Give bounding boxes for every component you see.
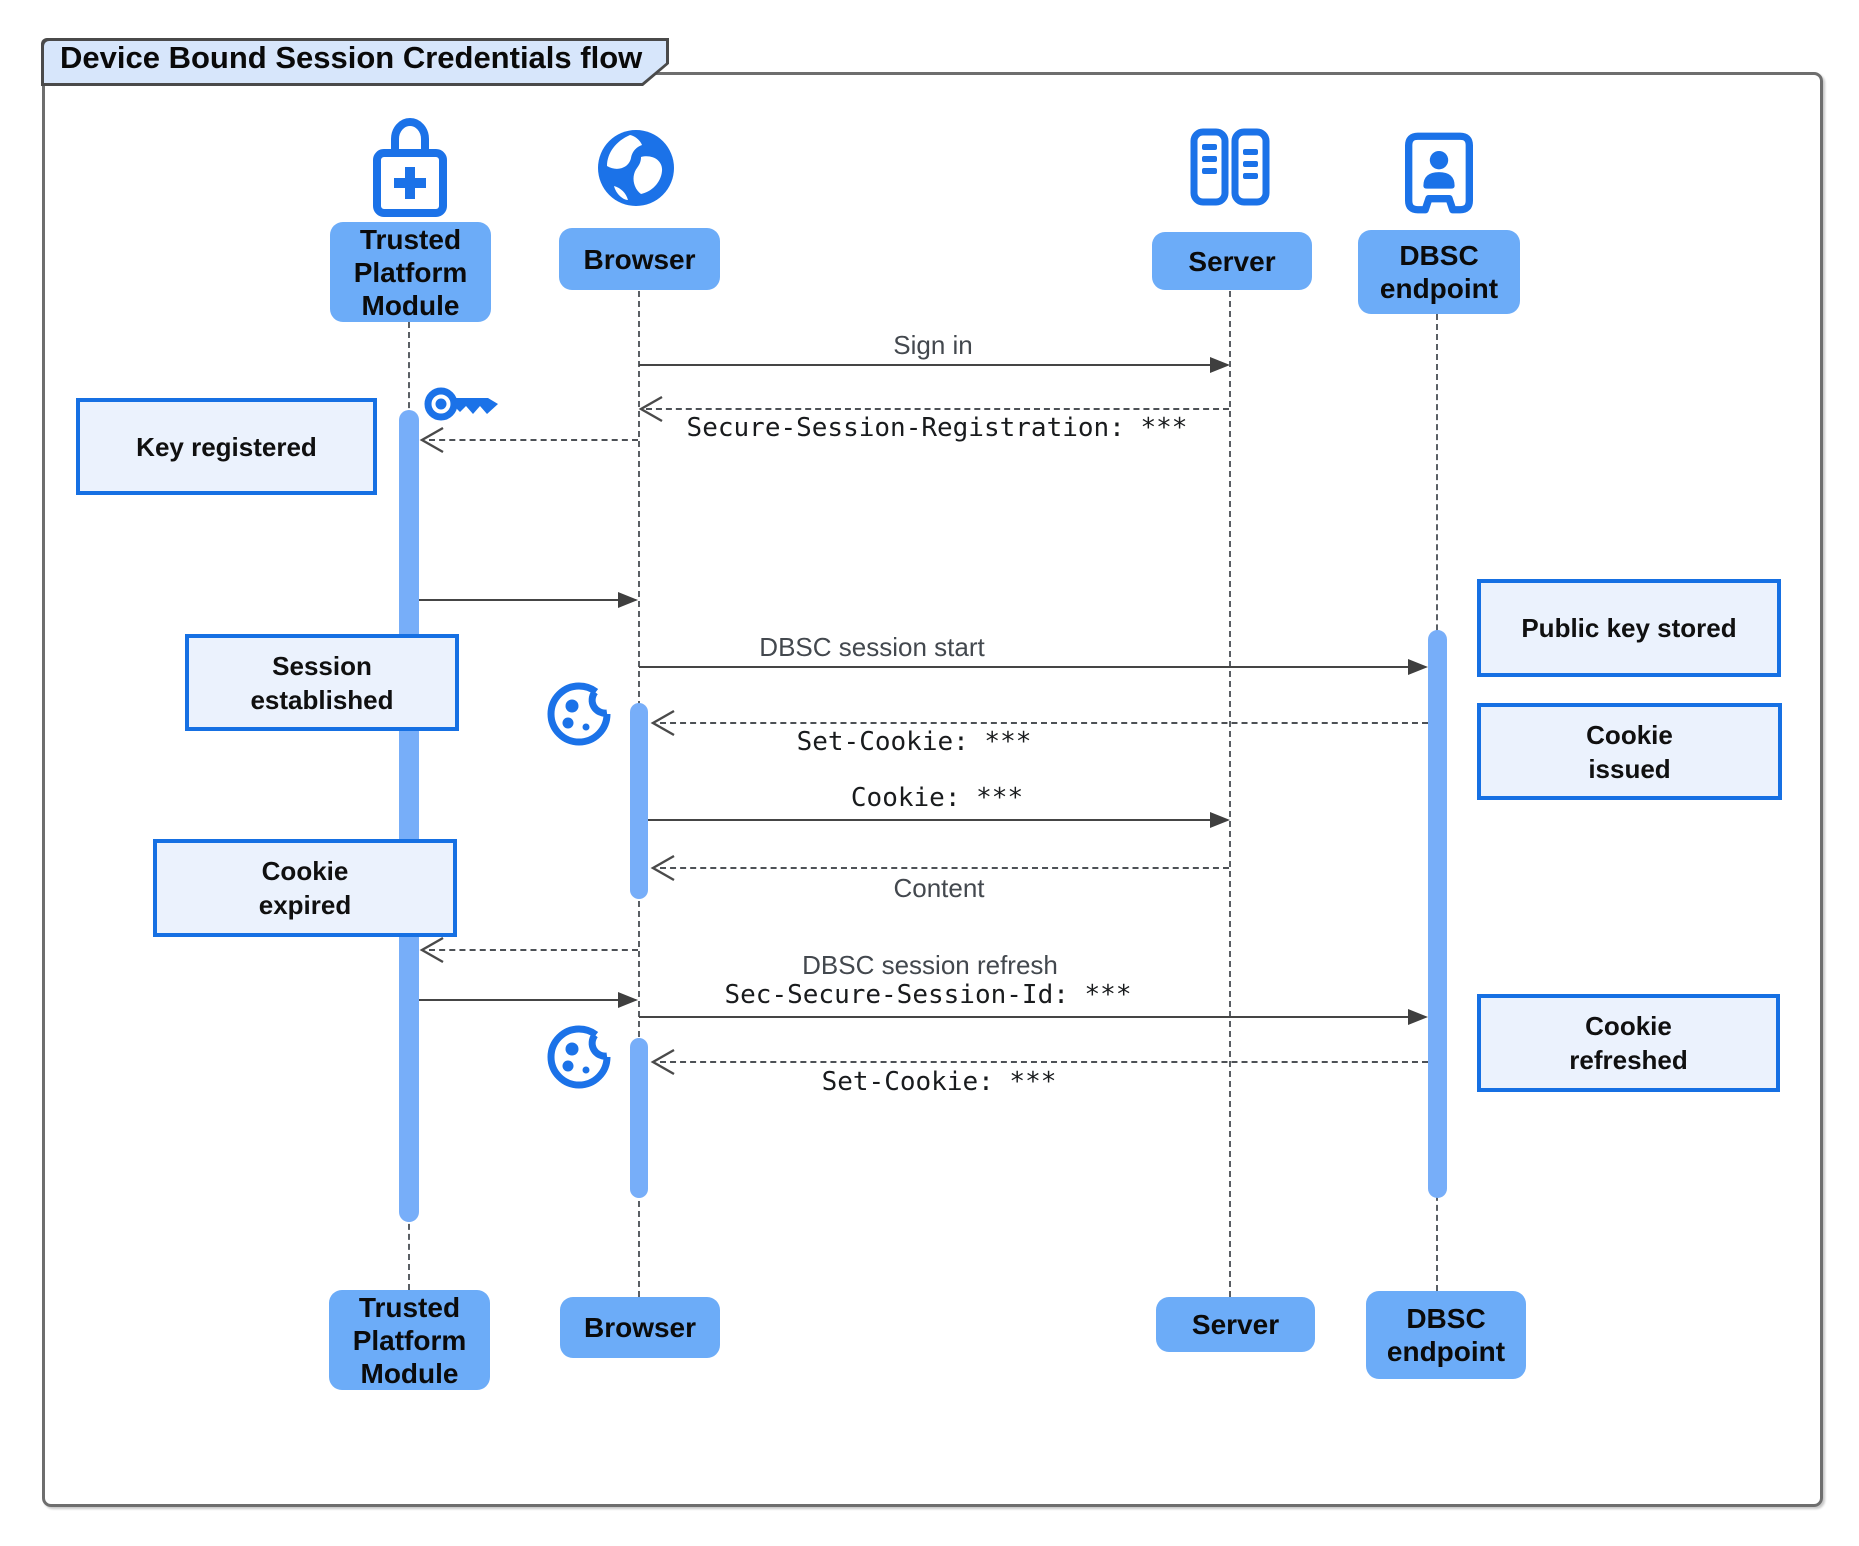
note-key-registered: Key registered	[76, 398, 377, 495]
cookie-icon	[547, 1025, 611, 1089]
activation-browser-2	[630, 1038, 648, 1198]
note-line: Session	[272, 650, 372, 681]
message-secure-session-registration-label: Secure-Session-Registration: ***	[686, 413, 1188, 443]
participant-server-bottom: Server	[1156, 1297, 1315, 1352]
message-dbsc-session-start-line	[639, 666, 1409, 668]
participant-label-line: Server	[1188, 245, 1276, 277]
participant-label-line: Trusted	[358, 1291, 461, 1323]
participant-tpm-top: Trusted Platform Module	[330, 222, 491, 322]
participant-label-line: Server	[1191, 1309, 1280, 1340]
note-line: Cookie	[261, 856, 349, 886]
message-tpm-key-to-browser-line	[419, 599, 619, 601]
activation-browser-1	[630, 703, 648, 899]
open-arrowhead-icon	[419, 936, 444, 964]
open-arrowhead-icon	[650, 854, 675, 882]
participant-browser-top: Browser	[559, 228, 720, 290]
participant-browser-bottom: Browser	[560, 1297, 720, 1358]
participant-label-line: Module	[361, 289, 460, 321]
message-browser-to-tpm-register-line	[429, 439, 638, 441]
note-cookie-expired: Cookie expired	[153, 839, 457, 937]
note-line: Key registered	[136, 431, 317, 462]
message-cookie-label: Cookie: ***	[850, 783, 1024, 813]
message-dbsc-session-refresh-label: DBSC session refresh	[802, 950, 1058, 980]
diagram-title: Device Bound Session Credentials flow	[60, 40, 643, 75]
arrowhead-icon	[1210, 357, 1230, 373]
note-line: Public key stored	[1521, 613, 1737, 643]
note-session-established: Session established	[185, 634, 459, 731]
message-set-cookie-2-line	[660, 1061, 1428, 1063]
participant-label-line: DBSC	[1406, 1303, 1486, 1334]
participant-label-line: Browser	[583, 1312, 697, 1343]
note-line: refreshed	[1569, 1045, 1688, 1075]
note-public-key-stored: Public key stored	[1477, 579, 1781, 677]
globe-icon	[598, 130, 674, 206]
participant-server-top: Server	[1152, 232, 1312, 290]
open-arrowhead-icon	[419, 426, 444, 454]
message-dbsc-session-start-label: DBSC session start	[759, 632, 985, 662]
note-cookie-refreshed: Cookie refreshed	[1477, 994, 1780, 1092]
open-arrowhead-icon	[650, 1048, 675, 1076]
note-line: expired	[258, 890, 352, 920]
message-sign-in-label: Sign in	[893, 330, 973, 360]
message-secure-session-registration-line	[646, 408, 1229, 410]
message-tpm-signature-to-browser-line	[419, 999, 619, 1001]
badge-person-icon	[1405, 132, 1473, 214]
cookie-icon	[547, 682, 611, 746]
activation-tpm	[399, 410, 419, 1222]
activation-dbsc-endpoint	[1428, 630, 1447, 1198]
diagram-frame	[42, 72, 1823, 1507]
participant-label-line: Platform	[353, 256, 468, 288]
title-tab	[44, 41, 666, 83]
message-sign-in-line	[639, 364, 1212, 366]
message-browser-to-tpm-refresh-line	[429, 949, 638, 951]
participant-label-line: Module	[360, 1357, 459, 1389]
participant-label-line: endpoint	[1386, 1336, 1506, 1367]
note-line: Cookie	[1585, 1011, 1672, 1041]
arrowhead-icon	[1408, 659, 1428, 675]
note-line: established	[250, 684, 394, 715]
note-cookie-issued: Cookie issued	[1477, 703, 1782, 800]
participant-label-line: Browser	[583, 243, 696, 275]
participant-label-line: Platform	[352, 1324, 467, 1356]
arrowhead-icon	[618, 592, 638, 608]
note-line: Cookie	[1586, 719, 1673, 750]
message-cookie-line	[648, 819, 1211, 821]
arrowhead-icon	[618, 992, 638, 1008]
message-content-label: Content	[893, 873, 985, 903]
message-dbsc-session-refresh-line	[639, 1016, 1409, 1018]
participant-dbsc-top: DBSC endpoint	[1358, 230, 1520, 314]
participant-label-line: endpoint	[1379, 273, 1499, 304]
message-set-cookie-1-line	[660, 722, 1428, 724]
open-arrowhead-icon	[650, 709, 675, 737]
participant-label-line: Trusted	[359, 223, 462, 255]
message-content-line	[660, 867, 1229, 869]
arrowhead-icon	[1408, 1009, 1428, 1025]
participant-tpm-bottom: Trusted Platform Module	[329, 1290, 490, 1390]
message-dbsc-session-refresh-header: Sec-Secure-Session-Id: ***	[724, 980, 1132, 1010]
participant-label-line: DBSC	[1399, 240, 1479, 271]
server-icon	[1190, 128, 1270, 206]
message-set-cookie-1-label: Set-Cookie: ***	[796, 727, 1032, 757]
message-set-cookie-2-label: Set-Cookie: ***	[821, 1067, 1057, 1097]
open-arrowhead-icon	[638, 395, 663, 423]
participant-dbsc-bottom: DBSC endpoint	[1366, 1291, 1526, 1379]
key-icon	[424, 387, 498, 421]
note-line: issued	[1588, 753, 1671, 784]
lock-plus-icon	[373, 118, 447, 217]
arrowhead-icon	[1210, 812, 1230, 828]
lifeline-server	[1229, 291, 1231, 1297]
